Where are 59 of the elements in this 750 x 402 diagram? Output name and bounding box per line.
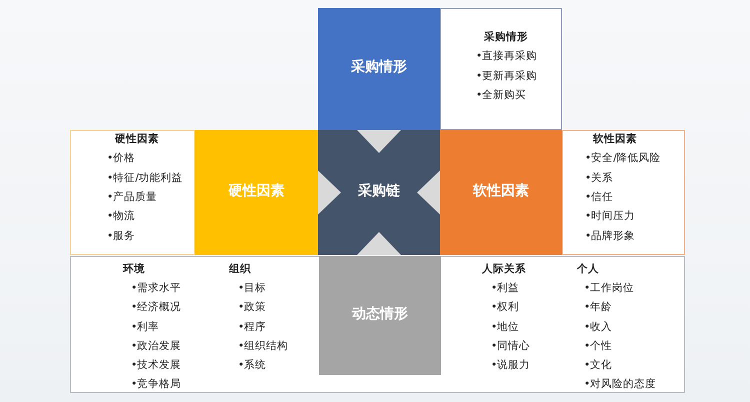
list-heading: 人际关系 xyxy=(482,263,526,276)
list-item: •地位 xyxy=(491,320,520,334)
box-label: 硬性因素 xyxy=(227,184,286,198)
list-item: •利率 xyxy=(131,320,160,334)
box-label: 采购链 xyxy=(357,184,401,198)
list-item: •说服力 xyxy=(491,359,530,372)
arrowhead xyxy=(318,170,341,214)
list-item: •特征/功能利益 xyxy=(107,172,183,185)
list-item: •政策 xyxy=(238,301,266,314)
process-box xyxy=(319,256,441,375)
list-item: •组织结构 xyxy=(238,340,288,353)
list-item: •物流 xyxy=(107,210,136,224)
process-box xyxy=(195,130,318,255)
list-item: •文化 xyxy=(584,359,612,372)
list-item: •需求水平 xyxy=(131,282,182,296)
list-panel xyxy=(70,256,685,393)
box-label: 动态情形 xyxy=(350,308,409,320)
list-heading: 组织 xyxy=(229,263,251,276)
process-box xyxy=(440,130,562,255)
box-label: 采购情形 xyxy=(350,61,408,74)
list-item: •利益 xyxy=(491,282,520,296)
list-item: •对风险的态度 xyxy=(584,378,656,392)
list-box xyxy=(562,130,685,255)
box-label: 软性因素 xyxy=(472,184,530,198)
list-heading: 个人 xyxy=(577,263,599,276)
list-box xyxy=(70,130,195,255)
list-item: •竞争格局 xyxy=(131,378,182,392)
arrowhead xyxy=(357,130,401,153)
list-item: •工作岗位 xyxy=(584,282,634,296)
list-heading: 软性因素 xyxy=(593,133,637,146)
list-item: •关系 xyxy=(585,172,614,185)
list-item: •政治发展 xyxy=(131,340,182,353)
list-item: •直接再采购 xyxy=(476,50,538,64)
list-item: •技术发展 xyxy=(131,359,182,372)
list-item: •产品质量 xyxy=(107,190,158,204)
list-item: •价格 xyxy=(107,152,136,166)
list-item: •更新再采购 xyxy=(476,70,538,83)
list-item: •收入 xyxy=(584,320,612,334)
list-heading: 采购情形 xyxy=(484,31,528,44)
list-item: •全新购买 xyxy=(476,88,526,102)
list-item: •服务 xyxy=(107,230,136,242)
list-item: •信任 xyxy=(585,190,614,204)
list-item: •年龄 xyxy=(584,301,612,314)
list-item: •品牌形象 xyxy=(585,230,636,242)
list-heading: 硬性因素 xyxy=(115,133,159,146)
list-box xyxy=(440,8,562,130)
arrowhead xyxy=(417,170,440,214)
list-heading: 环境 xyxy=(123,263,145,276)
list-item: •时间压力 xyxy=(585,210,636,224)
list-item: •程序 xyxy=(238,320,266,334)
process-box xyxy=(318,8,440,130)
list-item: •目标 xyxy=(238,282,266,296)
list-item: •系统 xyxy=(238,359,266,372)
list-item: •个性 xyxy=(584,340,612,353)
list-item: •权利 xyxy=(491,301,520,314)
list-item: •安全/降低风险 xyxy=(585,152,661,166)
list-item: •经济概况 xyxy=(131,301,182,314)
arrowhead xyxy=(357,232,401,255)
list-item: •同情心 xyxy=(491,340,530,353)
